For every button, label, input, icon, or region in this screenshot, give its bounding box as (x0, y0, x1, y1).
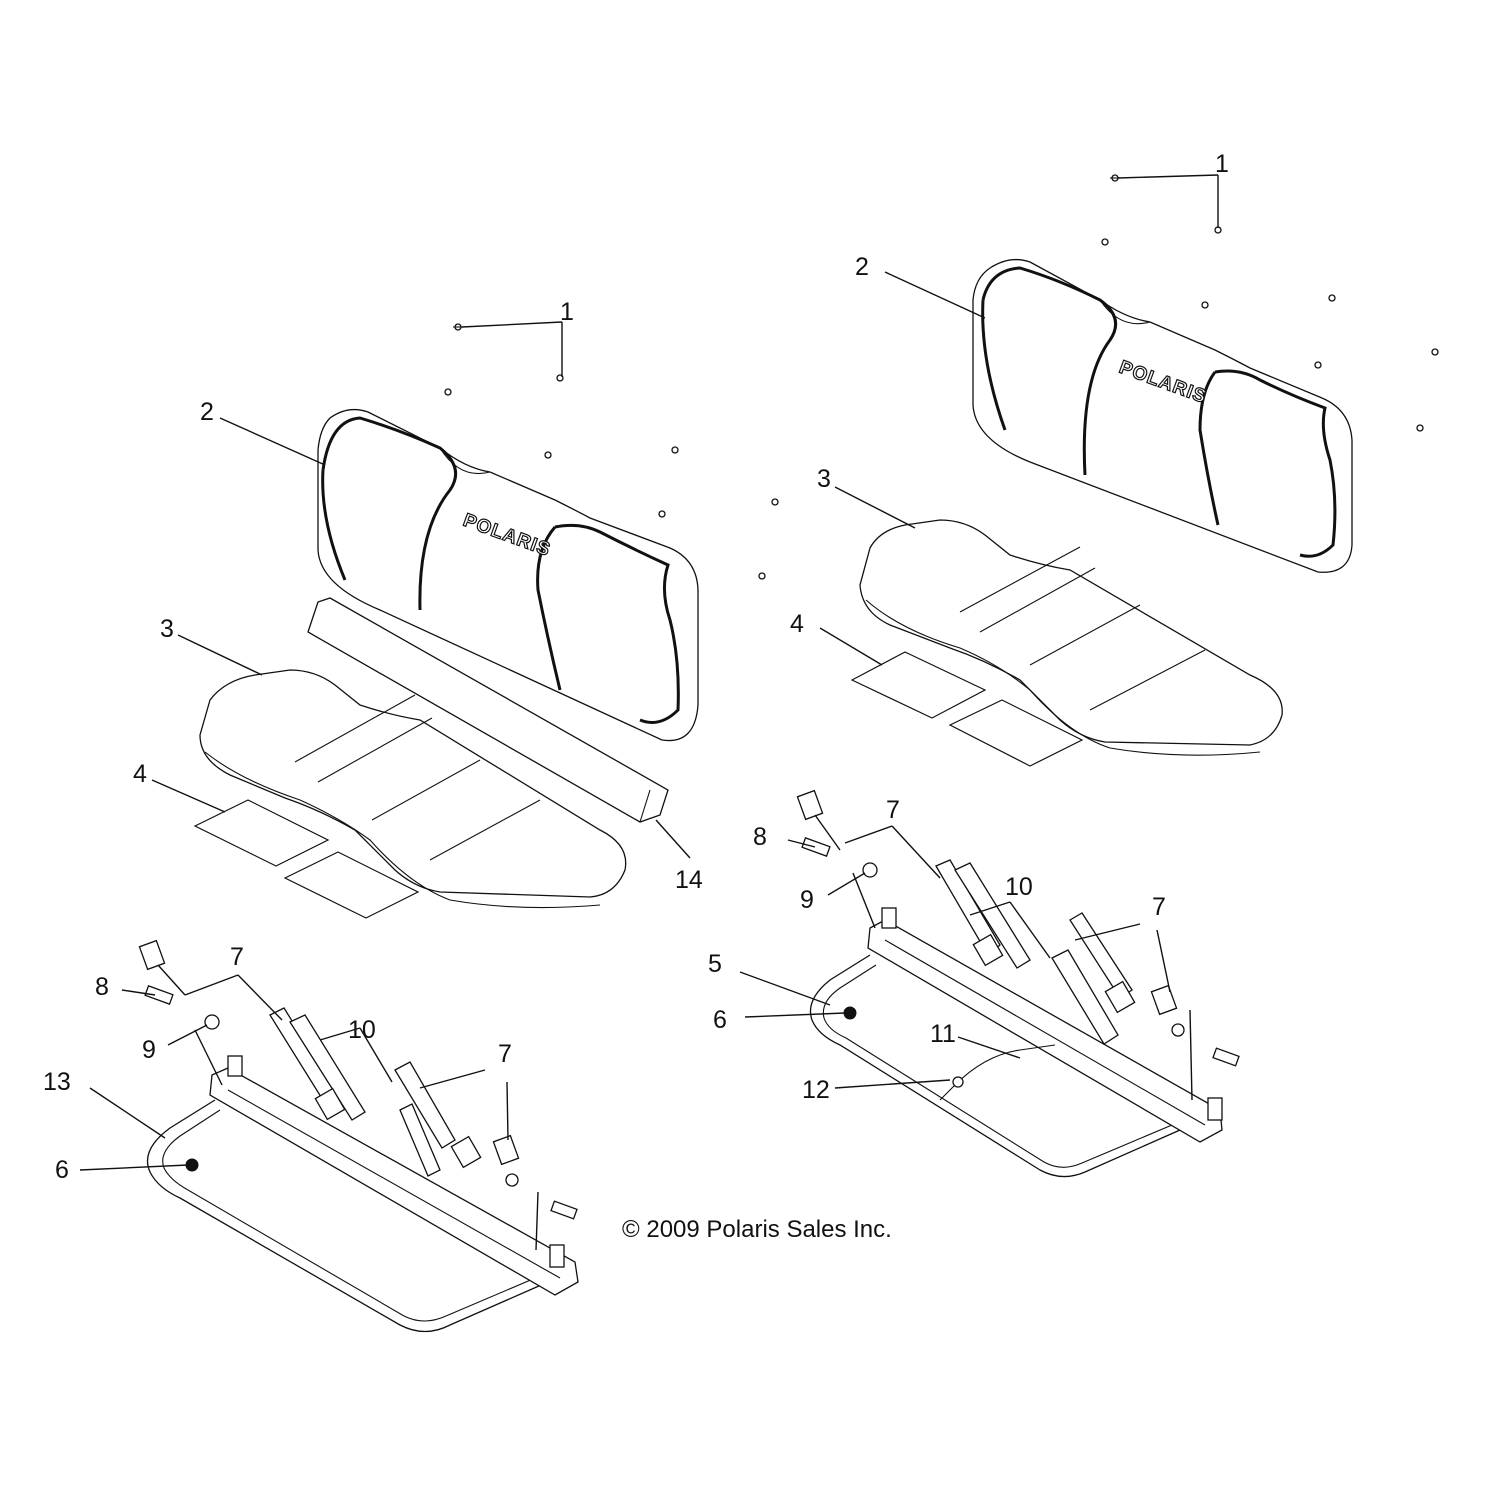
callout-4-left: 4 (133, 760, 147, 788)
callout-7-left-a: 7 (230, 943, 244, 971)
callout-3-left: 3 (160, 615, 174, 643)
callout-12: 12 (802, 1076, 830, 1104)
left-seat-bottom (199, 669, 627, 909)
callout-7-left-b: 7 (498, 1040, 512, 1068)
left-seat-frame (146, 1055, 579, 1333)
callout-7-right-b: 7 (1152, 893, 1166, 921)
callout-8-left: 8 (95, 973, 109, 1001)
callout-2-right: 2 (855, 253, 869, 281)
left-seat-back: POLARIS (317, 408, 699, 742)
callout-2-left: 2 (200, 398, 214, 426)
callout-13: 13 (43, 1068, 71, 1096)
right-seat-belts (796, 789, 1240, 1067)
callout-10-right: 10 (1005, 873, 1033, 901)
callout-6-left: 6 (55, 1156, 69, 1184)
right-seat-pads (850, 651, 1084, 767)
callout-1-right: 1 (1215, 150, 1229, 178)
callout-9-right: 9 (800, 886, 814, 914)
callout-9-left: 9 (142, 1036, 156, 1064)
callout-4-right: 4 (790, 610, 804, 638)
right-seat-frame (809, 907, 1223, 1178)
leader-lines (79, 174, 1219, 1251)
callout-7-right-a: 7 (886, 796, 900, 824)
right-seat-back: POLARIS (972, 258, 1353, 573)
left-seat-belts (138, 939, 578, 1220)
right-seat-bottom (859, 519, 1283, 756)
left-backrest-strip (307, 597, 669, 823)
callout-1-left: 1 (560, 298, 574, 326)
callout-6-right: 6 (713, 1006, 727, 1034)
left-seat-pads (193, 799, 420, 919)
callout-14: 14 (675, 866, 703, 894)
callout-3-right: 3 (817, 465, 831, 493)
copyright-notice: © 2009 Polaris Sales Inc. (622, 1216, 892, 1243)
callout-8-right: 8 (753, 823, 767, 851)
callout-labels: 1 2 3 4 7 7 10 8 9 5 6 11 12 1 2 3 4 14 … (43, 150, 1229, 1184)
callout-5: 5 (708, 950, 722, 978)
callout-10-left: 10 (348, 1016, 376, 1044)
callout-11: 11 (930, 1020, 956, 1048)
